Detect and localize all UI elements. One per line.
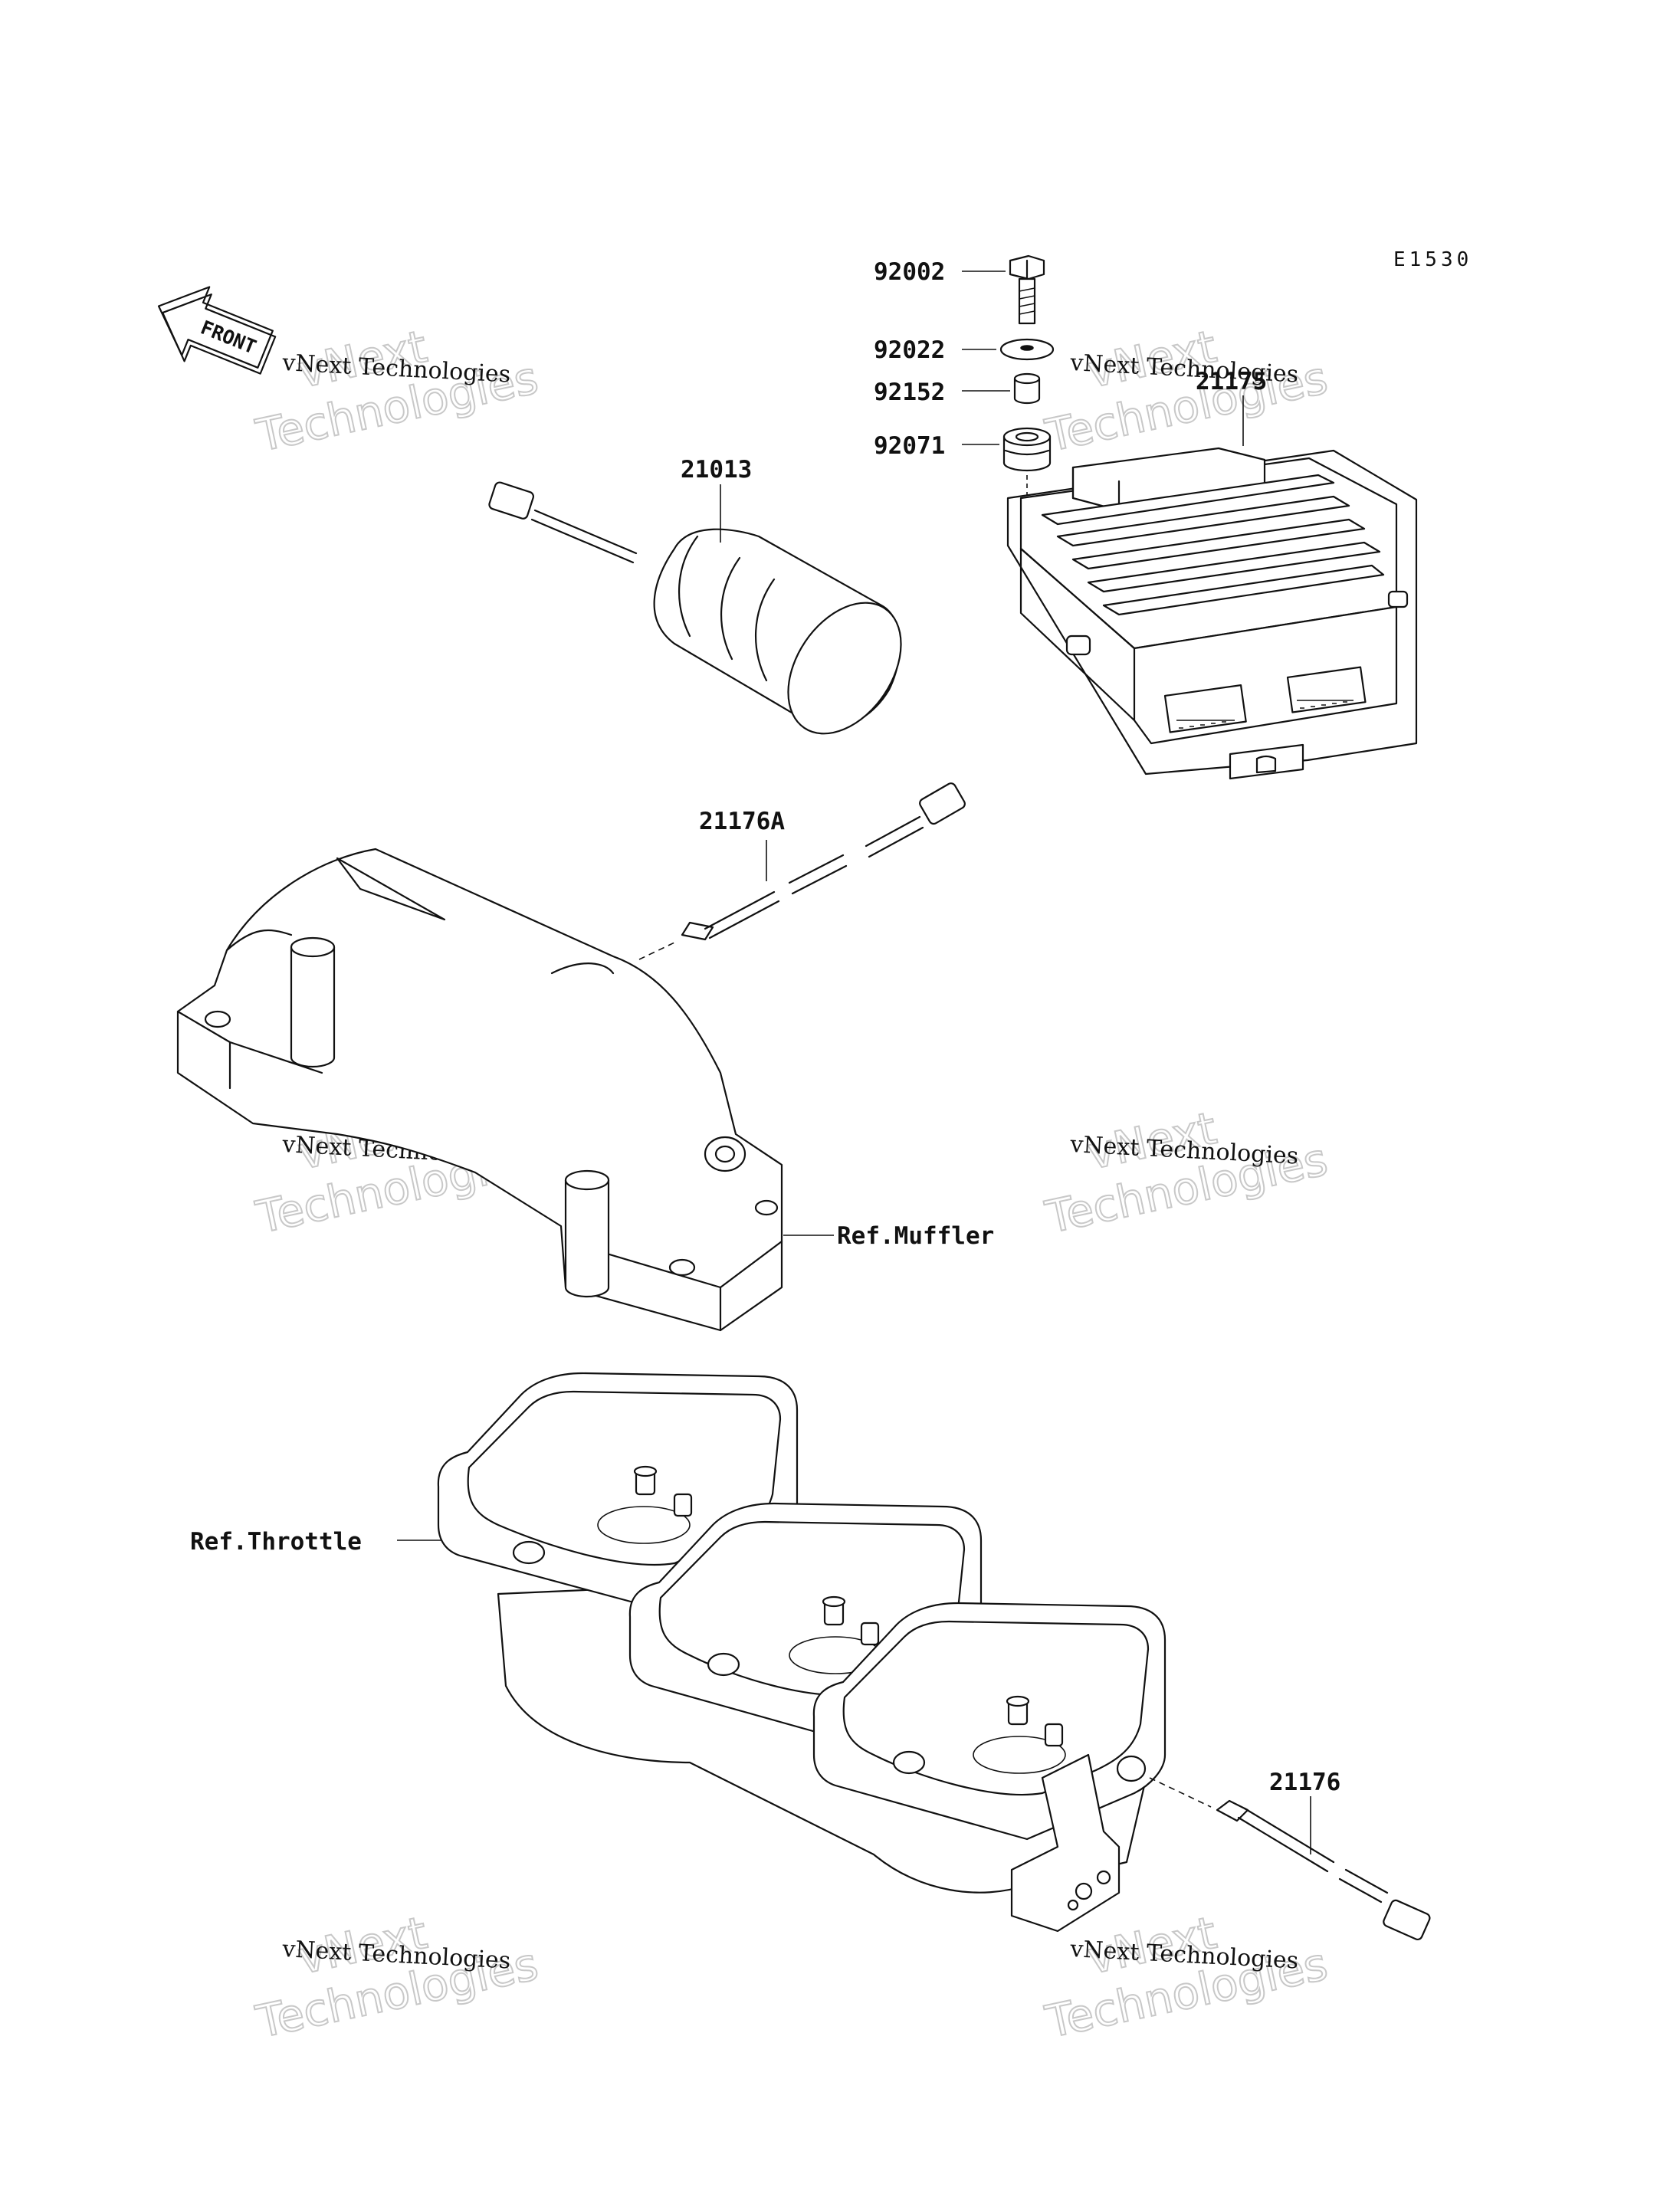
connector-icon [1383, 1899, 1431, 1941]
connector-icon [488, 481, 534, 520]
front-arrow-icon: FRONT [157, 286, 277, 375]
connector-icon [919, 782, 966, 825]
throttle-body-assembly [437, 1372, 1166, 1933]
collar-icon [1013, 379, 1041, 405]
bolt-stack [999, 254, 1055, 497]
part-number-collar: 92152 [874, 379, 945, 406]
part-number-washer: 92022 [874, 336, 945, 364]
ref-throttle-label: Ref.Throttle [190, 1528, 362, 1556]
part-number-bolt: 92002 [874, 258, 945, 286]
sensor-throttle [1149, 1777, 1431, 1941]
part-number-solenoid: 21013 [681, 456, 752, 484]
ecu-unit [1006, 447, 1418, 780]
exhaust-collector [176, 848, 783, 1332]
diagram-code: E1530 [1393, 248, 1472, 271]
part-number-sensor-throttle: 21176 [1269, 1769, 1340, 1796]
part-number-ecu: 21175 [1196, 368, 1267, 395]
solenoid-unit [488, 481, 902, 735]
ref-muffler-label: Ref.Muffler [837, 1222, 994, 1250]
connector-icon [1286, 666, 1367, 713]
part-number-grommet: 92071 [874, 432, 945, 460]
sensor-exhaust [638, 782, 966, 960]
part-number-sensor-exhaust: 21176A [699, 808, 785, 835]
